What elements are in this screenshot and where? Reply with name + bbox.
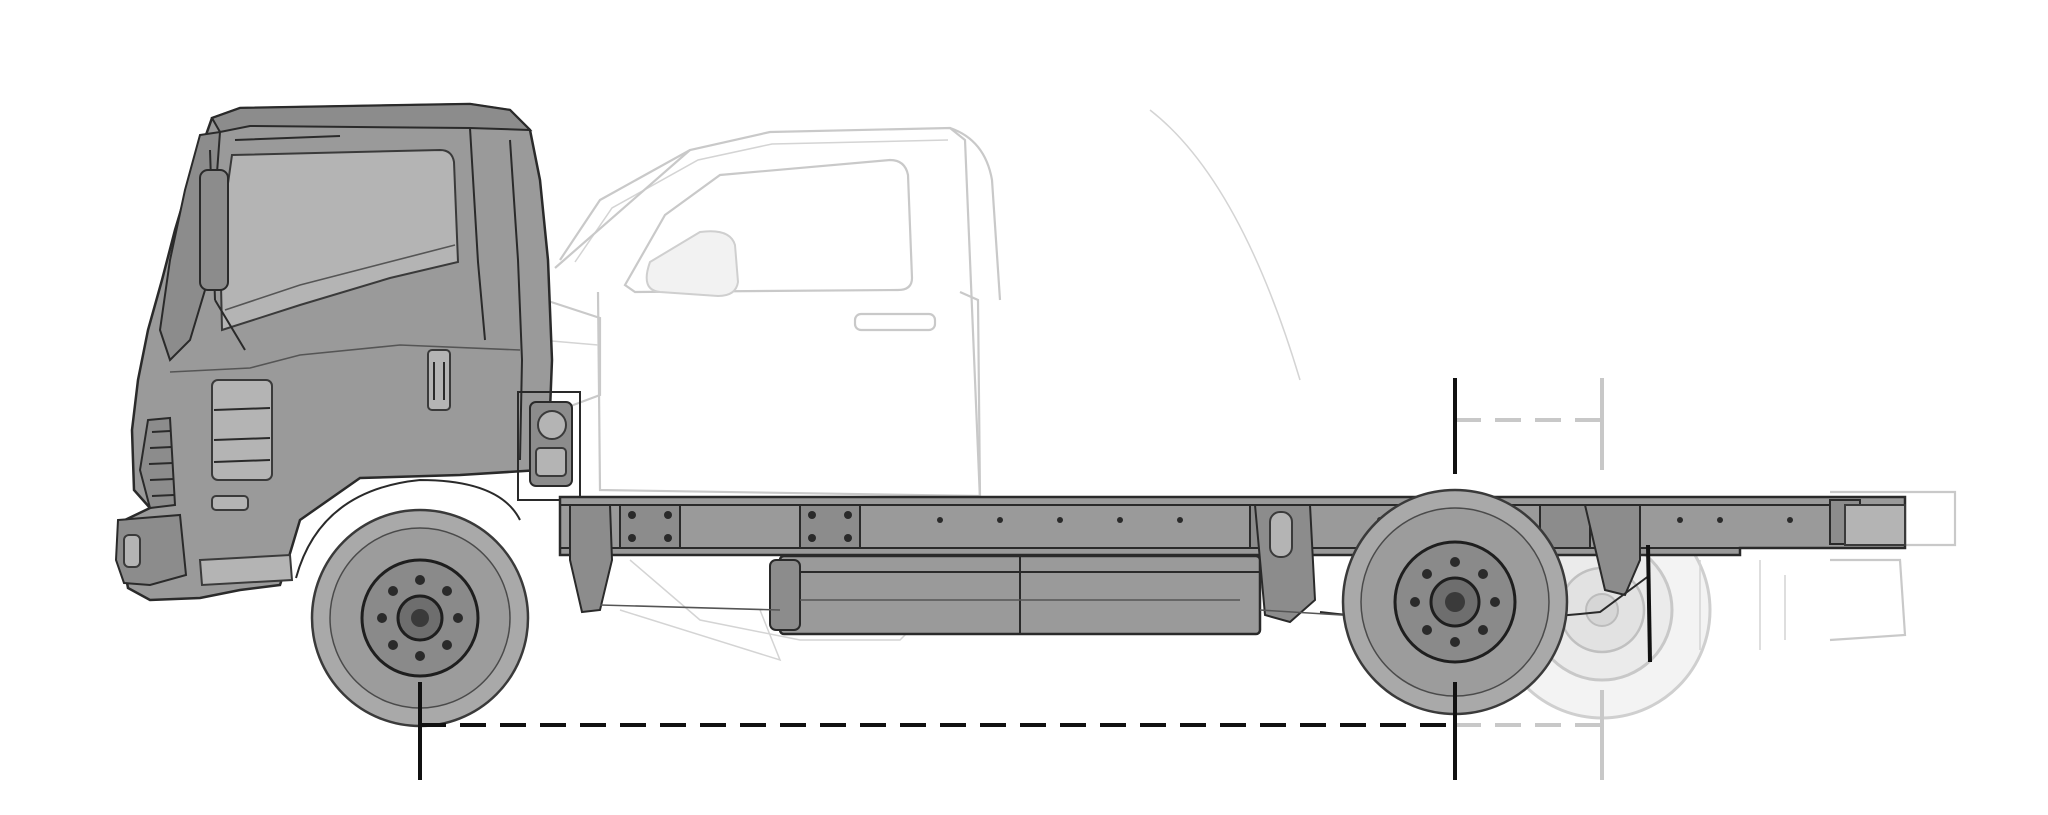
front-wheel-arch [295, 478, 521, 579]
ghost-dimension-lines [1455, 378, 1604, 780]
rear-shock [1646, 544, 1652, 663]
ghost-door-window [623, 158, 914, 294]
ghost-rear-hangers [1699, 560, 1786, 650]
ghost-cab-back [949, 126, 1002, 301]
cab-door-handle [427, 349, 451, 411]
front-spring-hanger [569, 504, 614, 614]
cabover-truck [114, 102, 1907, 728]
fog-light [123, 534, 141, 568]
cab-door-seam [469, 127, 486, 341]
marker-light [211, 495, 249, 511]
rear-spring-hanger [1583, 504, 1641, 597]
ghost-cab-outline [559, 126, 982, 501]
ghost-windshield [554, 149, 691, 269]
frame-plate-1 [619, 504, 681, 549]
ghost-rear-curve [1149, 109, 1301, 381]
battery-box [769, 554, 1262, 636]
side-mirror [199, 169, 229, 291]
mid-frame-slot [1269, 511, 1293, 558]
cab-crease [169, 344, 521, 373]
front-wheel-lugs [377, 575, 463, 661]
cab-door-handle-slot [433, 362, 445, 400]
ghost-door [596, 290, 982, 498]
cab-door-edge [509, 139, 524, 461]
front-wheel-icon [310, 508, 530, 728]
engine-compressor [517, 391, 581, 501]
headlight-segments [213, 407, 271, 463]
ghost-hood [544, 298, 602, 412]
ghost-rear-bumper [1829, 558, 1907, 642]
cab-step [198, 553, 294, 587]
dimension-lines [418, 378, 1457, 780]
cab-roof [210, 102, 533, 134]
rear-wheel-lugs [1410, 557, 1500, 647]
cab-grille-slats [148, 430, 175, 497]
cab-window-reflection [224, 244, 456, 311]
ghost-mirror [645, 230, 740, 298]
rear-frame-end [1844, 504, 1906, 546]
ghost-cab-inner-outline [574, 139, 949, 263]
frame-rail [558, 495, 1907, 557]
headlight [211, 379, 273, 481]
frame-plate-2 [799, 504, 861, 549]
ghost-door-handle [853, 312, 937, 332]
cab-door-window [218, 148, 460, 332]
rear-wheel-icon [1341, 488, 1569, 716]
